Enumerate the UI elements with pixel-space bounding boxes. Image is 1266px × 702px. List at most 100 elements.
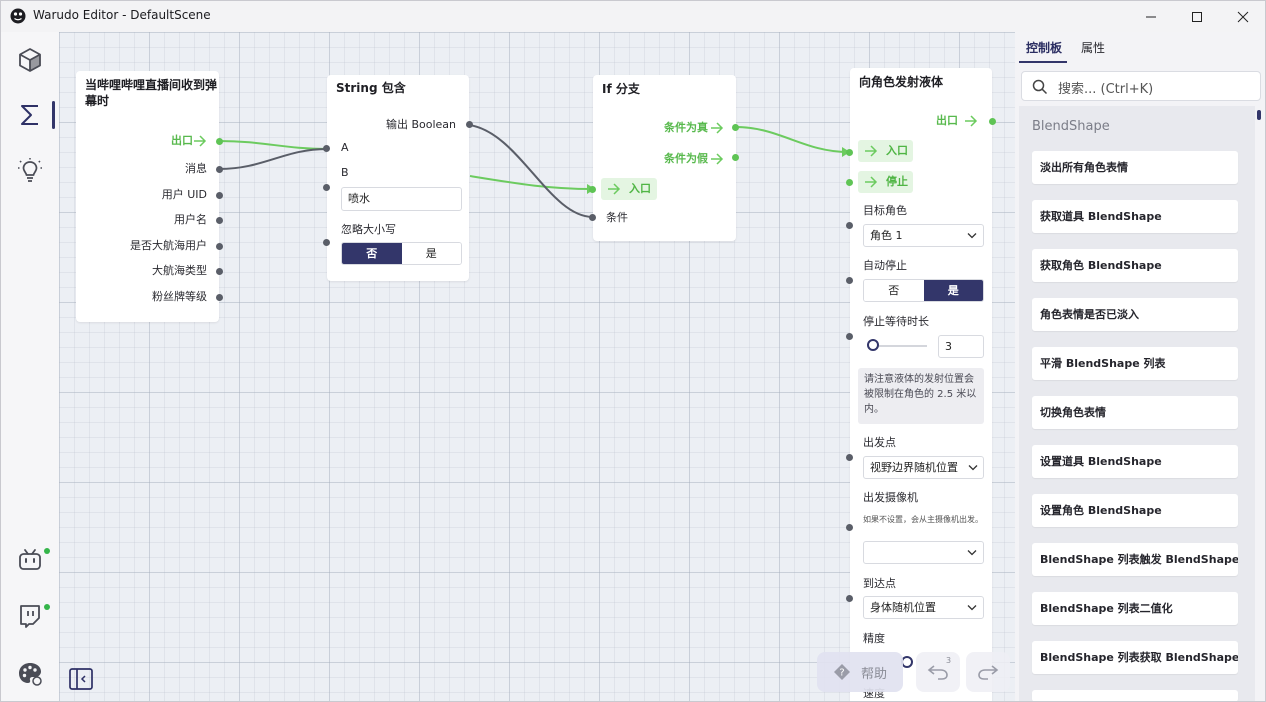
title-bar: Warudo Editor - DefaultScene <box>1 1 1265 32</box>
pin-a[interactable] <box>323 145 330 152</box>
pin-liquid-entry[interactable] <box>846 149 853 156</box>
palette-item[interactable]: 设置道具 BlendShape <box>1032 445 1238 478</box>
b-value-field[interactable]: 喷水 <box>341 187 462 211</box>
origin-select[interactable]: 视野边界随机位置 <box>863 456 984 479</box>
node-if-branch[interactable]: If 分支 条件为真 条件为假 入口 条件 <box>593 75 736 241</box>
palette-item[interactable]: BlendShape 列表获取 BlendShape <box>1032 641 1238 674</box>
toggle-no-option[interactable]: 否 <box>342 243 402 264</box>
help-button[interactable]: ? 帮助 <box>817 652 903 692</box>
close-button[interactable] <box>1220 1 1265 32</box>
tab-properties[interactable]: 属性 <box>1081 41 1106 55</box>
minimize-button[interactable] <box>1128 1 1174 32</box>
palette-item-partial[interactable] <box>1032 690 1238 701</box>
scrollbar-thumb[interactable] <box>1257 110 1261 120</box>
entry-label: 入口 <box>886 144 908 157</box>
ignore-case-toggle[interactable]: 否 是 <box>341 242 462 265</box>
maximize-button[interactable] <box>1174 1 1220 32</box>
toggle-no-option[interactable]: 否 <box>864 280 924 301</box>
palette-item[interactable]: 获取道具 BlendShape <box>1032 200 1238 233</box>
toggle-yes-option[interactable]: 是 <box>401 243 461 264</box>
wait-input[interactable]: 3 <box>938 335 984 358</box>
arrow-right-icon <box>608 183 621 195</box>
camera-select[interactable] <box>863 541 984 564</box>
palette-item[interactable]: 切换角色表情 <box>1032 396 1238 429</box>
wire-message-to-a <box>218 148 328 170</box>
entry-chip: 入口 <box>601 178 657 200</box>
pin-false[interactable] <box>732 154 739 161</box>
panel-toggle-icon <box>69 668 93 690</box>
left-sidebar <box>1 32 59 701</box>
port-uid-label: 用户 UID <box>161 188 207 201</box>
search-input[interactable]: 搜索... (Ctrl+K) <box>1021 71 1261 101</box>
bilibili-button[interactable] <box>10 540 50 580</box>
pin-username[interactable] <box>216 217 223 224</box>
search-icon <box>1032 79 1048 95</box>
chevron-down-icon <box>967 550 977 556</box>
palette-item[interactable]: 获取角色 BlendShape <box>1032 249 1238 282</box>
entry-label: 入口 <box>629 182 651 195</box>
dest-select[interactable]: 身体随机位置 <box>863 596 984 619</box>
origin-value: 视野边界随机位置 <box>870 461 958 474</box>
pin-guard[interactable] <box>216 243 223 250</box>
node-launch-liquid[interactable]: 向角色发射液体 出口 入口 停止 目标角色 角色 1 自动停止 否 是 停止等待… <box>850 68 992 701</box>
bilibili-online-indicator <box>44 548 50 554</box>
pin-target[interactable] <box>846 222 853 229</box>
pin-fan-level[interactable] <box>216 294 223 301</box>
wait-slider-track[interactable] <box>867 345 927 347</box>
appearance-button[interactable] <box>10 654 50 694</box>
blueprint-button[interactable] <box>10 95 50 135</box>
undo-button[interactable]: 3 <box>916 652 960 692</box>
pin-guard-type[interactable] <box>216 268 223 275</box>
dest-value: 身体随机位置 <box>870 601 936 614</box>
target-select[interactable]: 角色 1 <box>863 224 984 247</box>
wait-slider-thumb[interactable] <box>867 339 879 351</box>
pin-origin[interactable] <box>846 454 853 461</box>
pin-condition[interactable] <box>589 214 596 221</box>
pin-if-entry[interactable] <box>589 186 596 193</box>
wait-label: 停止等待时长 <box>863 315 929 328</box>
panel-toggle-button[interactable] <box>68 666 94 692</box>
node-bilibili-danmaku[interactable]: 当哔哩哔哩直播间收到弹 幕时 出口 消息 用户 UID 用户名 是否大航海用户 … <box>76 71 219 322</box>
blueprint-canvas[interactable]: 当哔哩哔哩直播间收到弹 幕时 出口 消息 用户 UID 用户名 是否大航海用户 … <box>59 32 1015 701</box>
pin-auto-stop[interactable] <box>846 277 853 284</box>
pin-dest[interactable] <box>846 595 853 602</box>
arrow-right-icon <box>865 176 878 188</box>
pin-message[interactable] <box>216 166 223 173</box>
palette-item[interactable]: 设置角色 BlendShape <box>1032 494 1238 527</box>
dest-label: 到达点 <box>863 577 896 590</box>
svg-text:?: ? <box>839 668 844 679</box>
node-title-line2: 幕时 <box>85 94 110 108</box>
pin-b[interactable] <box>323 184 330 191</box>
category-label: BlendShape <box>1032 119 1110 134</box>
toggle-yes-option[interactable]: 是 <box>923 280 983 301</box>
pin-output-boolean[interactable] <box>466 121 473 128</box>
target-value: 角色 1 <box>870 229 903 242</box>
palette-item[interactable]: 平滑 BlendShape 列表 <box>1032 347 1238 380</box>
pin-true[interactable] <box>732 124 739 131</box>
redo-button[interactable] <box>966 652 1010 692</box>
pin-exit[interactable] <box>216 138 223 145</box>
palette-item[interactable]: 角色表情是否已淡入 <box>1032 298 1238 331</box>
pin-ignore-case[interactable] <box>323 239 330 246</box>
port-fan-level-label: 粉丝牌等级 <box>152 290 207 303</box>
node-title: String 包含 <box>336 81 406 95</box>
pin-liquid-exit[interactable] <box>989 118 996 125</box>
twitch-button[interactable] <box>10 596 50 636</box>
auto-stop-toggle[interactable]: 否 是 <box>863 279 984 302</box>
palette-item[interactable]: BlendShape 列表二值化 <box>1032 592 1238 625</box>
entry-chip: 入口 <box>858 140 913 162</box>
node-string-contains[interactable]: String 包含 输出 Boolean A B 喷水 忽略大小写 否 是 <box>327 75 469 281</box>
pin-liquid-stop[interactable] <box>846 179 853 186</box>
pin-camera[interactable] <box>846 524 853 531</box>
pin-uid[interactable] <box>216 192 223 199</box>
palette-item[interactable]: BlendShape 列表触发 BlendShape <box>1032 543 1238 576</box>
target-label: 目标角色 <box>863 204 907 217</box>
palette-item[interactable]: 淡出所有角色表情 <box>1032 151 1238 184</box>
tab-control-panel[interactable]: 控制板 <box>1026 41 1063 55</box>
stop-chip: 停止 <box>858 171 913 193</box>
pin-wait[interactable] <box>846 333 853 340</box>
scene-button[interactable] <box>10 40 50 80</box>
undo-count: 3 <box>946 656 952 665</box>
node-title: 向角色发射液体 <box>859 75 944 89</box>
tips-button[interactable] <box>10 150 50 190</box>
